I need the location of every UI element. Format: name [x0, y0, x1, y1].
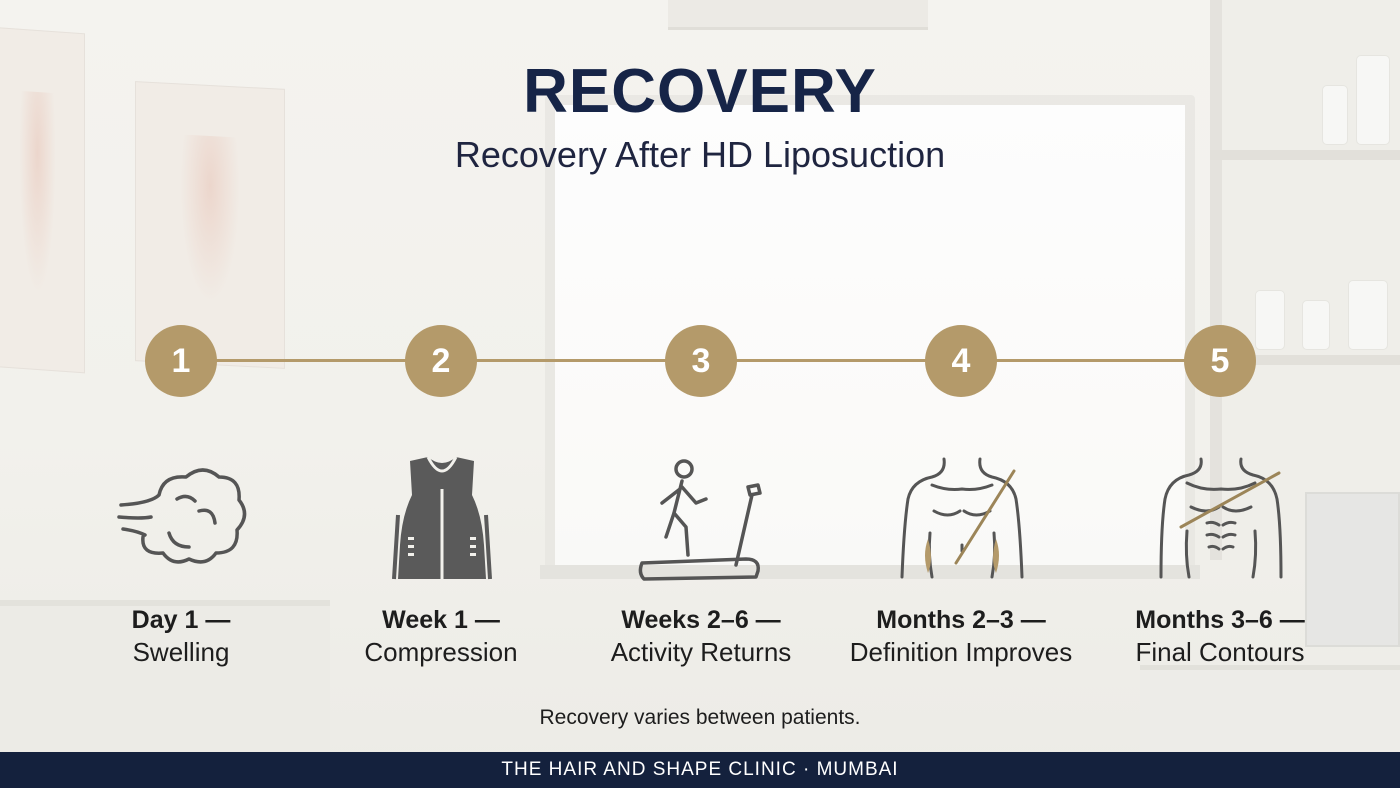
window	[545, 95, 1195, 575]
treadmill-walking-icon	[632, 455, 772, 585]
stage-3-heading: Weeks 2–6 —	[621, 606, 781, 634]
footer-bar: THE HAIR AND SHAPE CLINIC · MUMBAI	[0, 752, 1400, 788]
compression-garment-icon	[372, 455, 512, 585]
stage-4-heading: Months 2–3 —	[876, 606, 1046, 634]
air-conditioner	[668, 0, 928, 30]
stage-1-label: Swelling	[132, 637, 230, 667]
page-title: RECOVERY	[523, 57, 877, 126]
step-3-circle: 3	[665, 325, 737, 397]
torso-definition-icon	[892, 455, 1032, 585]
footnote: Recovery varies between patients.	[539, 706, 861, 729]
stage-1-text: Day 1 — Swelling	[41, 604, 321, 669]
window-sill	[540, 565, 1200, 579]
step-4-circle: 4	[925, 325, 997, 397]
step-5-circle: 5	[1184, 325, 1256, 397]
monitor	[1305, 492, 1400, 647]
step-2-circle: 2	[405, 325, 477, 397]
stage-4-label: Definition Improves	[849, 637, 1073, 667]
desk	[1140, 665, 1400, 755]
stage-5-heading: Months 3–6 —	[1135, 606, 1305, 634]
stage-2-heading: Week 1 —	[382, 606, 500, 634]
stage-3-text: Weeks 2–6 — Activity Returns	[561, 604, 841, 669]
stage-1-heading: Day 1 —	[131, 606, 231, 634]
stage-5-text: Months 3–6 — Final Contours	[1080, 604, 1360, 669]
stage-3-label: Activity Returns	[610, 637, 792, 667]
stage-2-label: Compression	[364, 637, 518, 667]
torso-contours-icon	[1151, 455, 1291, 585]
cabinet	[0, 600, 330, 760]
stage-5-label: Final Contours	[1135, 637, 1305, 667]
stage-2-text: Week 1 — Compression	[301, 604, 581, 669]
swelling-cloud-icon	[111, 455, 251, 585]
step-1-circle: 1	[145, 325, 217, 397]
page-subtitle: Recovery After HD Liposuction	[454, 134, 946, 175]
stage-4-text: Months 2–3 — Definition Improves	[821, 604, 1101, 669]
footer-text: THE HAIR AND SHAPE CLINIC · MUMBAI	[501, 759, 899, 780]
